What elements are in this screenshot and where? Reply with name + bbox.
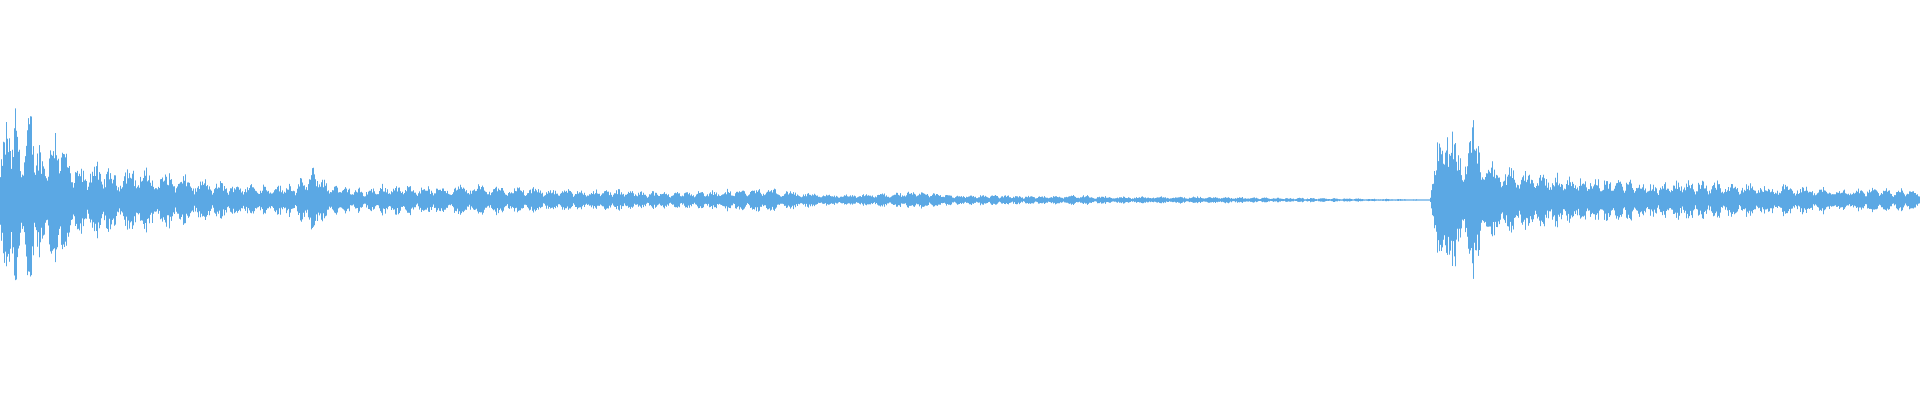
waveform-sample-lines (0, 108, 1920, 281)
waveform-samples (0, 108, 1920, 281)
